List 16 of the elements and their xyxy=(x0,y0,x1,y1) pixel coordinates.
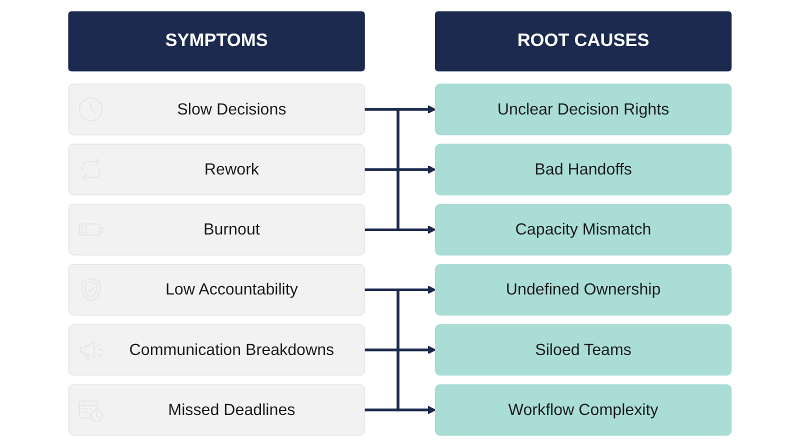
node-box: Missed Deadlines xyxy=(68,384,365,436)
arrow xyxy=(364,406,436,414)
node-box: Capacity Mismatch xyxy=(435,204,732,256)
node-box: Siloed Teams xyxy=(435,324,732,376)
node-box: Unclear Decision Rights xyxy=(435,84,732,136)
node-box: Undefined Ownership xyxy=(435,264,732,316)
node-box: Slow Decisions xyxy=(68,84,365,136)
node-box: Low Accountability xyxy=(68,264,365,316)
node-box: Rework xyxy=(68,144,365,196)
node-box: Workflow Complexity xyxy=(435,384,732,436)
arrow xyxy=(364,226,436,234)
node-box: Burnout xyxy=(68,204,365,256)
node-box: Communication Breakdowns xyxy=(68,324,365,376)
node-box: ROOT CAUSES xyxy=(435,11,732,72)
node-box: SYMPTOMS xyxy=(68,11,365,72)
node-box: Bad Handoffs xyxy=(435,144,732,196)
